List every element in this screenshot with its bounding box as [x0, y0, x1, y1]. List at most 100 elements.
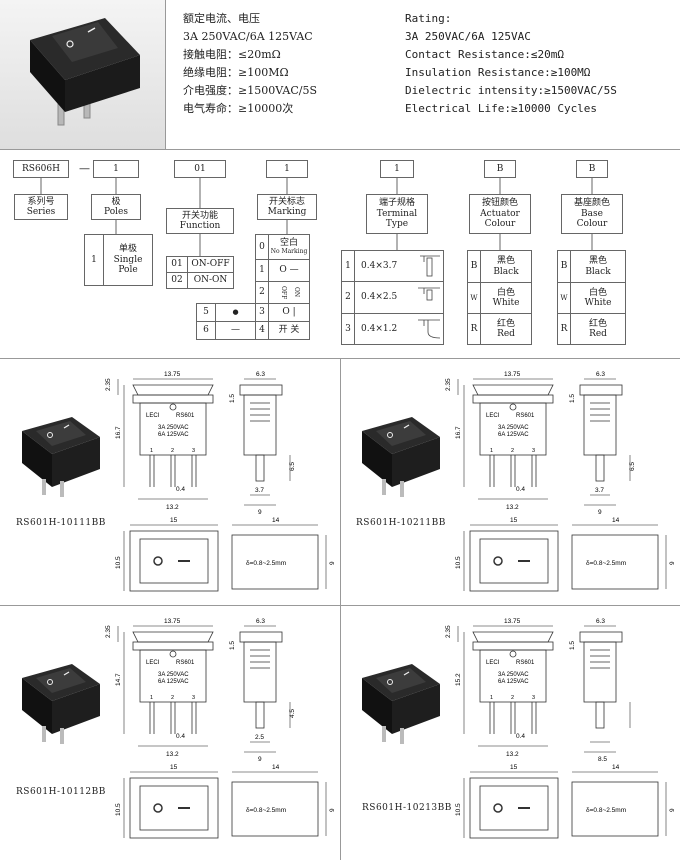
body-brand-label: LECI [146, 413, 160, 419]
code-base: B [588, 163, 596, 174]
pin-label: 2 [511, 448, 514, 454]
base-cn-text: 白色 [588, 287, 607, 298]
spec-en-line: 3A 250VAC/6A 125VAC [405, 30, 531, 43]
dim-top-label: 13.75 [164, 618, 181, 625]
dim-pin-span-label: 13.2 [506, 504, 519, 511]
switch-drawing: 13.75 2.35 16.7 LECI RS601 3A 250VAC 6A … [362, 371, 676, 592]
base-code-text: W [560, 293, 568, 302]
base-cn: 基座颜色 [573, 198, 610, 209]
terminal-label-text: 0.4×3.7 [361, 260, 398, 271]
switch-photo [22, 664, 100, 744]
model-number: RS601H-10112BB [16, 787, 106, 797]
drawing-panel: 13.75 2.35 16.7 LECI RS601 3A 250VAC 6A … [340, 359, 680, 606]
side-view [579, 378, 631, 506]
base-row-code: R [557, 313, 571, 345]
terminal-code-text: 3 [345, 323, 351, 334]
dim-side-top-label: 6.3 [256, 618, 265, 625]
actuator-code-text: R [470, 323, 478, 334]
terminal-row-label: 0.4×1.2 [354, 313, 444, 345]
marking-sym-text: 开 关 [278, 325, 300, 336]
dim-side-b2-label: 9 [598, 509, 602, 516]
switch-drawing: 13.75 2.35 16.7 LECI RS601 3A 250VAC 6A … [22, 371, 336, 592]
dim-top-label: 13.75 [164, 371, 181, 378]
base-cn-text: 红色 [588, 318, 607, 329]
switch-photo [22, 417, 100, 497]
bezel-view [463, 771, 559, 839]
function-cn: 开关功能 [181, 210, 218, 221]
dim-side-mid-label: 4.5 [289, 709, 296, 718]
base-en-text: Red [589, 329, 607, 339]
dim-cutout-width-label: 14 [612, 764, 620, 771]
panel-thickness-label: δ=0.8~2.5mm [246, 807, 286, 814]
function-label-text: ON-ON [193, 275, 228, 286]
dim-top-label: 13.75 [504, 618, 521, 625]
base-en-text: White [584, 298, 612, 308]
switch-drawing: 13.75 2.35 15.2 LECI RS601 3A 250VAC 6A … [362, 618, 676, 839]
body-rating-label: 3A 250VAC [498, 425, 529, 431]
body-rating-label: 6A 125VAC [158, 432, 189, 438]
drawing-panel: 13.75 2.35 15.2 LECI RS601 3A 250VAC 6A … [340, 606, 680, 853]
function-code-text: 01 [171, 259, 183, 270]
marking-en: Marking [267, 207, 307, 217]
body-brand-label: LECI [486, 660, 500, 666]
code-function: 01 [194, 163, 206, 174]
terminal-cn: 端子规格 [378, 198, 415, 209]
dim-panel-height-label: 10.5 [115, 803, 122, 816]
terminal-label-text: 0.4×1.2 [361, 323, 398, 334]
body-brand-label: LECI [486, 413, 500, 419]
spec-cn-line: 额定电流、电压 [183, 12, 260, 25]
dim-side-b1-label: 2.5 [255, 734, 264, 741]
cutout-view [571, 524, 667, 590]
actuator-cn-text: 白色 [496, 287, 515, 298]
dim-left-small-label: 2.35 [105, 625, 112, 638]
actuator-en1: Actuator [480, 208, 520, 219]
base-en2: Colour [576, 219, 608, 230]
base-code-text: R [560, 323, 568, 334]
actuator-row-code: R [467, 313, 481, 345]
dim-left-label: 16.7 [115, 426, 122, 439]
code-actuator: B [496, 163, 504, 174]
dim-left-label: 16.7 [455, 426, 462, 439]
spec-cn-line: 电气寿命：≥10000次 [183, 102, 294, 115]
order-code-connectors [40, 178, 593, 256]
terminal-code-text: 1 [345, 260, 351, 271]
function-en: Function [179, 221, 221, 231]
base-en-text: Black [585, 266, 611, 277]
side-view [239, 378, 291, 506]
dim-panel-height-label: 10.5 [115, 556, 122, 569]
actuator-code-text: B [470, 261, 478, 272]
bezel-view [123, 524, 219, 592]
body-model-label: RS601 [176, 413, 195, 419]
dim-cutout-height-label: 9 [669, 561, 676, 565]
actuator-code-text: W [470, 293, 478, 302]
front-view [117, 625, 214, 747]
code-actuator-box: B [484, 160, 516, 178]
pin-label: 2 [171, 448, 174, 454]
actuator-cn-text: 红色 [496, 318, 515, 329]
body-rating-label: 3A 250VAC [158, 672, 189, 678]
actuator-cn-text: 黑色 [496, 256, 515, 267]
body-rating-label: 3A 250VAC [158, 425, 189, 431]
pin-label: 3 [532, 695, 535, 701]
dim-left-label: 15.2 [455, 673, 462, 686]
marking-blank-cn: 空白 [279, 238, 298, 249]
terminal-code-text: 2 [345, 292, 351, 303]
dim-side-b2-label: 9 [258, 756, 262, 763]
front-view [457, 625, 554, 747]
marking-on: ON [292, 287, 300, 298]
marking-code-text: 6 [203, 325, 209, 336]
specs-chinese: 额定电流、电压 3A 250VAC/6A 125VAC 接触电阻：≤20mΩ 绝… [183, 10, 317, 118]
dim-pin-span-label: 13.2 [166, 751, 179, 758]
dim-left-small-label: 2.35 [445, 378, 452, 391]
body-model-label: RS601 [516, 660, 535, 666]
dim-left-small-label: 2.35 [445, 625, 452, 638]
front-view [117, 378, 214, 500]
header-section: 额定电流、电压 3A 250VAC/6A 125VAC 接触电阻：≤20mΩ 绝… [0, 0, 680, 150]
dim-panel-width-label: 15 [510, 764, 518, 771]
cutout-view [231, 524, 327, 590]
code-terminal: 1 [394, 163, 400, 174]
